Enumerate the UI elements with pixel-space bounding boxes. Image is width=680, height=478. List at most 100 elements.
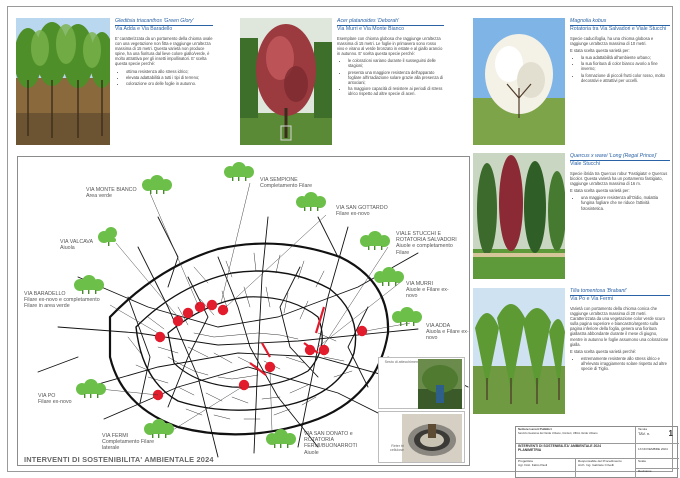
card-text: Magnolia kobus Rotatoria tra Via Salvado… [570,18,670,148]
tree-icon [392,307,422,326]
tree-photo [16,18,110,145]
reason-item: ottima resistenza allo stress idrico; [126,69,213,74]
species-reasons: estremamente resistente allo stress idri… [570,356,670,371]
tree-icon [74,275,104,294]
species-street: Viale Stucchi [570,161,600,167]
root-barrier-inset: Reter tri cellulose [378,411,465,463]
tree-icon [360,231,390,250]
reason-item: una maggiore resistenza all'Oidio, malat… [581,195,670,210]
tree-icons [74,162,422,448]
species-card-gleditsia: Gleditsia triacanthos 'Green Glory' Via … [16,18,213,148]
species-street: Rotatoria tra Via Salvadori e Viale Stuc… [570,26,667,32]
inset-caption: Reter tri cellulose [390,444,404,452]
species-street: Via Po e Via Fermi [570,296,614,302]
tb-designer: Progettista Agr. Dott. Fabio Paoli [516,459,576,478]
planting-detail-inset: Sesto di attecchimento [378,357,465,409]
drawing-sheet: Gleditsia triacanthos 'Green Glory' Via … [7,6,679,478]
tree-photo [473,18,565,145]
species-street: Via Adda e Via Baradello [115,26,173,32]
card-text: Tilia tomentosa 'Brabant' Via Po e Via F… [570,288,670,418]
reason-item: elevata adattabilità a tutti i tipi di t… [126,75,213,80]
marker-viale-stucchi[interactable] [318,344,330,356]
species-reasons: una maggiore resistenza all'Oidio, malat… [570,195,670,210]
marker-via-baradello[interactable] [154,331,166,343]
reason-item: presenta una maggiore resistenza dell'ap… [348,70,444,85]
marker-via-fermi[interactable] [238,379,250,391]
intervention-markers [152,299,368,401]
species-name: Quercus x warei 'Long (Regal Prince)' [570,153,670,161]
species-description: E' caratterizzata da un portamento della… [115,36,213,67]
tree-icon [224,162,254,181]
map-label-via-sempione: VIA SEMPIONE Completamento Filare [260,177,313,190]
tree-icon [98,227,117,246]
tree-icon [144,419,174,438]
reason-item: le colorazioni variano durante il susseg… [348,58,444,68]
species-description: Esemplare con chioma globosa che raggiun… [337,36,443,57]
marker-via-san-donato[interactable] [264,361,276,373]
tree-icon [76,379,106,398]
tree-icon [142,175,172,194]
marker-via-valcava-2[interactable] [172,315,184,327]
map-label-via-valcava: VIA VALCAVA Aiuola [60,239,93,252]
map-label-via-monte-bianco: VIA MONTE BIANCO Area verde [86,187,137,200]
tb-organization: Settore Lavori Pubblici Servizio Gestion… [516,427,636,444]
species-street: Via Murri e Via Monte Bianco [337,26,404,32]
card-text: Gleditsia triacanthos 'Green Glory' Via … [115,18,213,148]
marker-via-sempione[interactable] [206,299,218,311]
species-description: Varietà con portamento della chioma coni… [570,306,669,347]
species-reason-intro: E stata scelta questa varietà per: [570,48,630,54]
inset-caption: Sesto di attecchimento [384,360,421,364]
marker-via-valcava[interactable] [182,307,194,319]
map-label-via-adda: VIA ADDA Aiuola e Filare ex-novo [426,323,469,342]
tree-photo [473,153,565,279]
species-name: Tilia tomentosa 'Brabant' [570,288,670,296]
species-reason-intro: E stata scelta questa varietà per: [570,188,630,194]
species-reason-intro: E stata scelta questa varietà perché: [570,348,637,354]
tb-scale: Scala [636,459,679,469]
reason-item: estremamente resistente allo stress idri… [581,356,670,371]
reason-item: ha maggiore capacità di resistere ai per… [348,86,444,96]
tb-table-number: Tavola TAV. n. 1 [636,427,679,444]
card-text: Acer platanoides 'Deborah' Via Murri e V… [337,18,444,148]
map-title: INTERVENTI DI SOSTENIBILITA' AMBIENTALE … [24,455,214,464]
map-label-via-baradello: VIA BARADELLO Filare ex-novo e completam… [24,291,100,310]
species-reasons: le colorazioni variano durante il susseg… [337,58,444,96]
marker-via-san-gottardo[interactable] [217,304,229,316]
tb-rup: Responsabile del Procedimento Arch. Ing.… [576,459,636,478]
map-label-via-po: VIA PO Filare ex-novo [38,393,72,406]
tree-icon [374,267,404,286]
marker-via-monte-bianco[interactable] [194,301,206,313]
tree-photo [473,288,565,414]
tb-revision: Revisione [638,469,652,473]
map-label-via-fermi: VIA FERMI Completamento Filare laterale [102,433,155,452]
species-description: Specie ibrida tra Quercus robur 'Fastigi… [570,171,668,187]
species-card-tilia: Tilia tomentosa 'Brabant' Via Po e Via F… [473,288,670,418]
card-text: Quercus x warei 'Long (Regal Prince)' Vi… [570,153,670,283]
map-label-viale-stucchi: VIALE STUCCHI E ROTATORIA SALVADORI Aiuo… [396,231,457,256]
title-block: Settore Lavori Pubblici Servizio Gestion… [515,426,679,478]
reason-item: la sua fioritura di color bianco avorio … [581,61,670,71]
species-name: Acer platanoides 'Deborah' [337,18,444,26]
map-label-via-murri: VIA MURRI Aiuole e Filare ex-novo [406,281,449,300]
species-reasons: ottima resistenza allo stress idrico; el… [115,69,213,86]
reason-item: colorazione oro delle foglie in autunno. [126,81,213,86]
map-label-via-san-gottardo: VIA SAN GOTTARDO Filare ex-novo [336,205,388,218]
tree-icon [266,429,296,448]
species-name: Magnolia kobus [570,18,670,26]
tree-photo [240,18,332,145]
planting-photo [418,359,462,409]
city-map-panel: VIA SEMPIONE Completamento Filare VIA MO… [17,156,470,466]
species-name: Gleditsia triacanthos 'Green Glory' [115,18,213,26]
street-map [37,162,469,458]
species-reasons: la sua adattabilità all'ambiente urbano;… [570,55,670,82]
marker-via-murri[interactable] [304,344,316,356]
marker-via-adda[interactable] [356,325,368,337]
reason-item: la formazione di piccoli frutti color ro… [581,73,670,83]
tb-date: 13 NOVEMBRE 2024 [636,444,679,459]
map-label-via-san-donato: VIA SAN DONATO e ROTATORIA FERMI/BUONARR… [304,431,358,456]
species-card-quercus: Quercus x warei 'Long (Regal Prince)' Vi… [473,153,670,283]
reason-item: la sua adattabilità all'ambiente urbano; [581,55,670,60]
tree-icon [296,192,326,211]
species-description: Specie caducifoglia, ha una chioma globo… [570,36,654,47]
root-barrier-photo [402,414,462,462]
